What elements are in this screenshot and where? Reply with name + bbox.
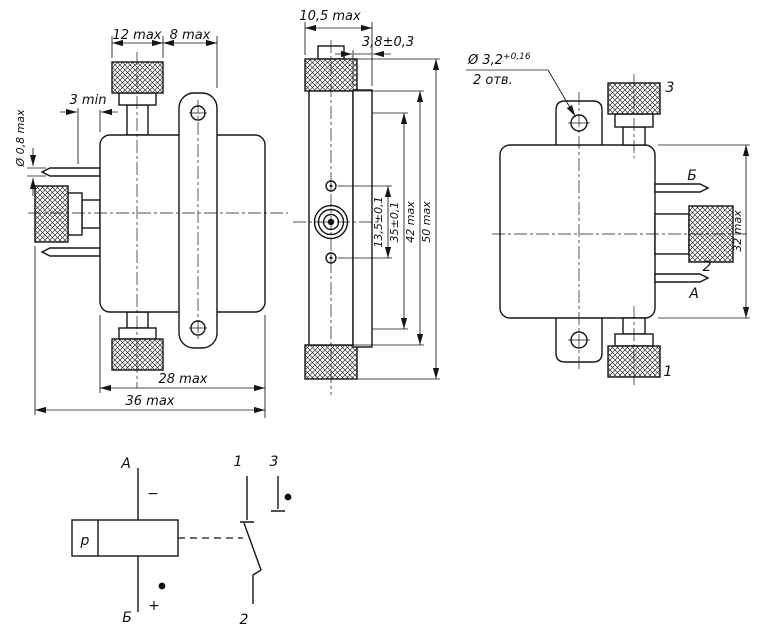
contact-3-label: 3 bbox=[270, 454, 279, 470]
dim-body-width: 28 max bbox=[99, 315, 266, 418]
armature-line bbox=[243, 522, 262, 604]
terminal-neck bbox=[81, 199, 101, 229]
contact-1-line bbox=[240, 476, 254, 523]
dim-screw-spacing: 13,5±0,1 bbox=[338, 185, 392, 259]
dim-pin-diameter: Ø 0,8 max bbox=[14, 109, 46, 196]
dimension-label: Ø 0,8 max bbox=[14, 109, 27, 168]
dim-depth: 10,5 max bbox=[299, 9, 373, 86]
coil-label: р bbox=[80, 533, 90, 549]
dimension-label: 42 max bbox=[404, 201, 417, 243]
screw-center bbox=[329, 184, 333, 188]
extension-line bbox=[338, 185, 392, 259]
dim-overall-height: 50 max bbox=[357, 58, 440, 380]
terminal-neck bbox=[126, 311, 149, 329]
extension-line bbox=[27, 167, 46, 177]
dimension-label: 50 max bbox=[420, 201, 433, 243]
hole-note-tolerance: +0,16 bbox=[503, 52, 531, 62]
polarity-dot bbox=[158, 582, 166, 590]
pin-a-label: А bbox=[688, 286, 699, 302]
contact-3-line bbox=[271, 476, 285, 512]
hole-note: Ø 3,2+0,16 2 отв. bbox=[466, 52, 576, 117]
polarity-minus: − bbox=[147, 486, 159, 502]
contact-3-dot bbox=[284, 493, 292, 501]
dimension-label: 10,5 max bbox=[299, 9, 361, 24]
dim-body-height: 42 max bbox=[353, 90, 424, 346]
hole-note-label: Ø 3,2+0,16 bbox=[467, 52, 531, 68]
polarity-plus: + bbox=[148, 598, 160, 614]
terminal-pin bbox=[654, 273, 710, 283]
dim-height-32: 32 max bbox=[658, 144, 750, 319]
right-view: 3 Б 2 А 1 32 max Ø 3,2+0,16 2 отв. bbox=[466, 52, 750, 386]
dim-nut-width: 12 max bbox=[111, 28, 164, 58]
terminal-pin bbox=[40, 167, 101, 177]
dimension-label: 28 max bbox=[159, 372, 208, 387]
terminal-b-label: Б bbox=[122, 610, 132, 626]
terminal-pin bbox=[654, 183, 710, 193]
hole-note-dia: Ø 3,2 bbox=[467, 53, 503, 68]
contact-2-label: 2 bbox=[240, 612, 249, 628]
dim-pin-clearance: 3 min bbox=[60, 93, 118, 164]
extension-line bbox=[111, 36, 164, 58]
schematic: р А − Б + 1 2 3 bbox=[71, 454, 292, 628]
terminal-collar bbox=[118, 92, 157, 106]
hole-note-qty: 2 отв. bbox=[473, 73, 513, 88]
extension-line bbox=[357, 58, 440, 380]
pin-2-label: 2 bbox=[703, 259, 712, 275]
dimension-label: 32 max bbox=[731, 210, 744, 252]
knurled-nut-top bbox=[111, 61, 164, 94]
front-view: 10,5 max 3,8±0,3 13,5±0,1 35±0,1 42 max … bbox=[293, 9, 440, 395]
dimension-label: 36 max bbox=[126, 394, 175, 409]
knurled-nut-left bbox=[34, 185, 69, 243]
dimension-label: 8 max bbox=[170, 28, 211, 43]
left-view: 12 max 8 max 3 min Ø 0,8 max 28 max 36 m… bbox=[14, 28, 288, 418]
dimension-label: 12 max bbox=[113, 28, 162, 43]
dim-hole-spacing: 35±0,1 bbox=[372, 112, 408, 330]
dimension-label: 3 min bbox=[70, 93, 107, 108]
leader-line bbox=[547, 69, 576, 117]
terminal-collar bbox=[118, 327, 157, 340]
dimension-label: 3,8±0,3 bbox=[362, 35, 414, 50]
terminal-pin bbox=[40, 247, 101, 257]
dimension-label: 13,5±0,1 bbox=[372, 196, 385, 247]
terminal-collar bbox=[67, 192, 83, 236]
knurled-nut-bottom bbox=[111, 338, 164, 371]
extension-line bbox=[353, 90, 424, 346]
terminal-neck bbox=[126, 104, 149, 136]
contact-1-label: 1 bbox=[234, 454, 243, 470]
pin-3-label: 3 bbox=[666, 80, 675, 96]
dimension-label: 35±0,1 bbox=[388, 202, 401, 243]
extension-line bbox=[99, 315, 266, 418]
extension-line bbox=[658, 144, 750, 319]
terminal-a-label: А bbox=[120, 456, 131, 472]
dim-nut-to-flange: 8 max bbox=[163, 28, 218, 88]
extension-line bbox=[77, 108, 101, 164]
pin-1-label: 1 bbox=[664, 364, 673, 380]
dim-overall-width: 36 max bbox=[34, 246, 265, 415]
body-outline bbox=[499, 144, 656, 319]
mounting-flange-edge bbox=[352, 89, 373, 348]
pin-b-label: Б bbox=[687, 168, 697, 184]
screw-center bbox=[329, 256, 333, 260]
dim-flange-thickness: 3,8±0,3 bbox=[335, 35, 414, 86]
